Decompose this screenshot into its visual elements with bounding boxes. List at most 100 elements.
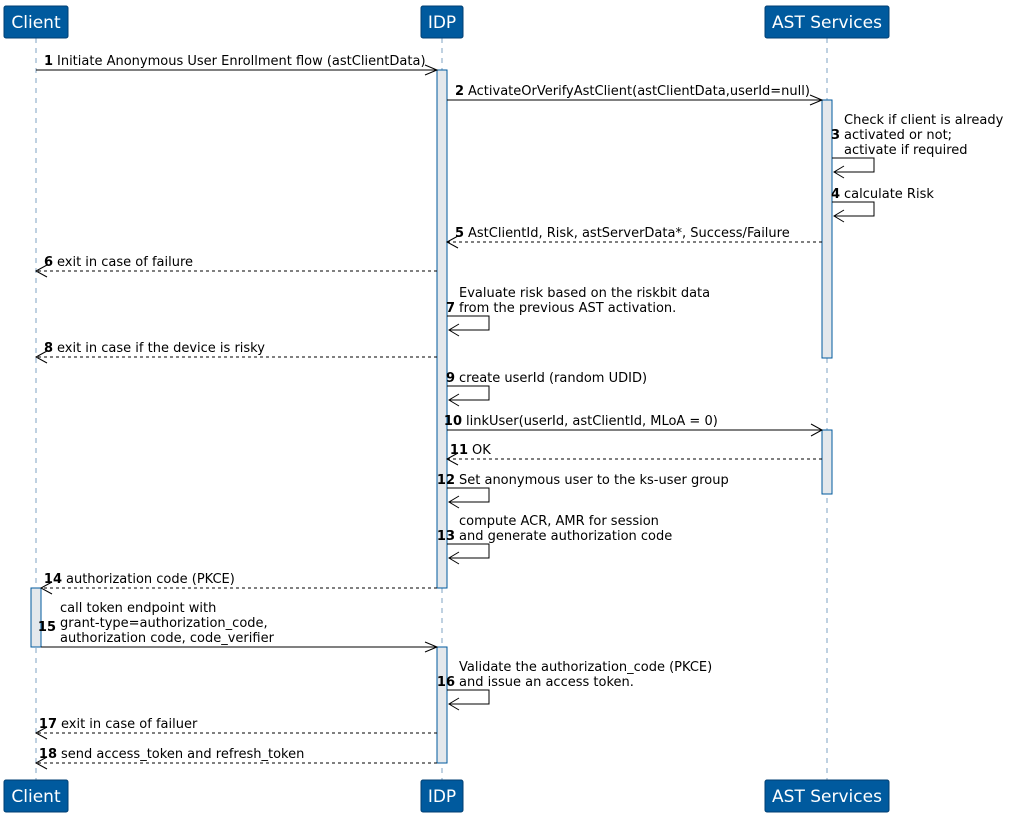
arrow-head [448,393,460,407]
arrow-head [424,641,439,653]
message-4: 4 calculate Risk [831,187,934,223]
message-6: 6 exit in case of failure [34,255,437,278]
message-text: compute ACR, AMR for session [459,514,659,529]
self-loop-line [447,487,490,503]
message-8: 8 exit in case if the device is risky [34,341,437,364]
participant-box [764,5,890,39]
message-text: authorization code (PKCE) [66,572,235,587]
message-text: call token endpoint with [60,601,216,616]
arrow-head [445,452,459,466]
message-number: 3 [831,128,840,143]
participant-label: IDP [428,787,456,807]
participant-idp-bottom: IDP [420,779,464,813]
message-17: 17 exit in case of failuer [34,717,437,740]
message-number: 16 [437,675,455,690]
message-text: and issue an access token. [459,675,634,690]
participant-label: IDP [428,13,456,33]
self-loop-line [447,385,490,401]
message-14: 14 authorization code (PKCE) [39,572,437,595]
message-text: Check if client is already [844,113,1004,128]
message-text: send access_token and refresh_token [61,747,304,762]
participant-label: Client [11,787,61,807]
message-text: Initiate Anonymous User Enrollment flow … [57,54,426,69]
message-number: 12 [437,473,455,488]
message-text: activated or not; [844,128,952,143]
participant-client-top: Client [3,5,69,39]
message-text: calculate Risk [844,187,934,202]
message-number: 5 [455,226,464,241]
message-12: 12 Set anonymous user to the ks-user grou… [437,473,729,509]
self-loop-line [447,543,490,559]
message-18: 18 send access_token and refresh_token [34,747,437,770]
arrow-head [34,350,48,364]
message-number: 11 [450,443,468,458]
message-number: 18 [39,747,57,762]
arrow-head [445,235,459,249]
message-9: 9 create userId (random UDID) [446,371,647,407]
arrow-head [39,581,53,595]
self-loop-line [447,689,490,705]
participant-box [3,5,69,39]
message-text: and generate authorization code [459,529,672,544]
arrow-head [448,495,460,509]
arrow-head [448,323,460,337]
message-text: ActivateOrVerifyAstClient(astClientData,… [468,84,810,99]
self-loop-line [832,201,875,217]
message-text: OK [472,443,491,458]
activations [30,69,833,764]
message-1: 1 Initiate Anonymous User Enrollment flow… [36,54,439,76]
message-number: 13 [437,529,455,544]
message-number: 10 [444,414,462,429]
message-number: 4 [831,187,840,202]
message-number: 17 [39,717,57,732]
message-text: create userId (random UDID) [459,371,647,386]
participant-box [764,779,890,813]
participant-label: Client [11,13,61,33]
arrow-head [810,423,824,437]
message-number: 1 [44,54,53,69]
message-text: authorization code, code_verifier [60,631,275,646]
message-text: exit in case of failure [57,255,193,270]
message-number: 15 [38,620,56,635]
message-5: 5 AstClientId, Risk, astServerData*, Succ… [445,226,822,249]
message-text: Evaluate risk based on the riskbit data [459,286,710,301]
message-text: Set anonymous user to the ks-user group [459,473,729,488]
arrow-head [833,165,845,179]
message-15: 15 call token endpoint withgrant-type=aut… [38,601,439,653]
message-text: from the previous AST activation. [459,301,676,316]
message-11: 11 OK [445,443,822,466]
message-text: activate if required [844,143,968,158]
message-number: 9 [446,371,455,386]
arrow-head [424,64,439,76]
message-16: 16 Validate the authorization_code (PKCE)… [437,660,712,711]
self-loop-line [447,315,490,331]
participant-ast-bottom: AST Services [764,779,890,813]
message-text: AstClientId, Risk, astServerData*, Succe… [468,226,790,241]
activation-bar-idp [436,69,448,589]
message-number: 6 [44,255,53,270]
participant-box [420,779,464,813]
activation-bar-idp [436,646,448,764]
message-text: exit in case of failuer [61,717,198,732]
message-number: 8 [44,341,53,356]
arrow-head [448,551,460,565]
message-text: grant-type=authorization_code, [60,616,268,631]
arrow-head [809,94,824,106]
participant-ast-top: AST Services [764,5,890,39]
activation-bar-ast [821,429,833,495]
self-loop-line [832,157,875,173]
participant-client-bottom: Client [3,779,69,813]
participant-box [3,779,69,813]
arrow-head [34,726,48,740]
message-text: Validate the authorization_code (PKCE) [459,660,712,675]
message-number: 14 [44,572,62,587]
message-text: exit in case if the device is risky [57,341,265,356]
arrow-head [34,264,48,278]
